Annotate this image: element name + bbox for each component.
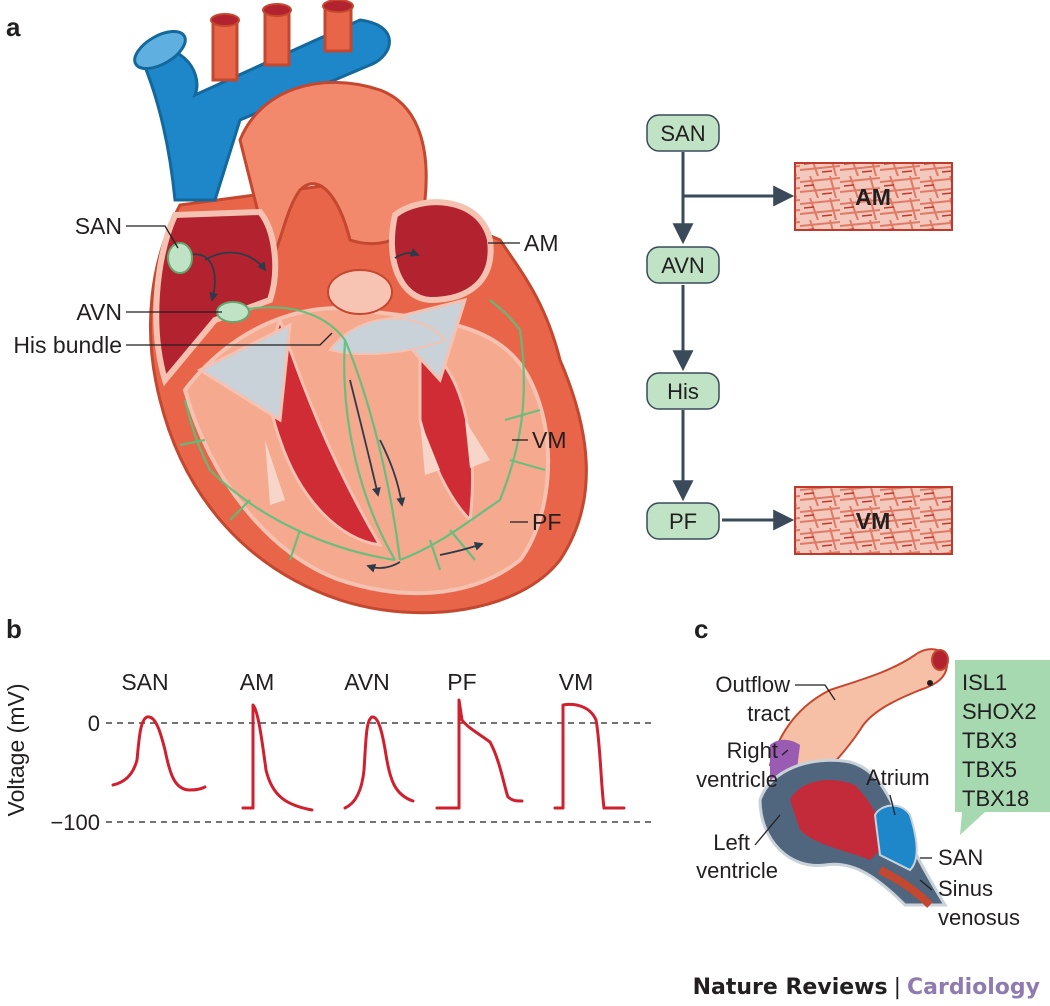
journal-section: Cardiology (907, 975, 1040, 1000)
svg-text:TBX3: TBX3 (962, 728, 1017, 753)
svg-text:ISL1: ISL1 (962, 670, 1007, 695)
trace-vm (553, 702, 626, 810)
gene-callout: ISL1 SHOX2 TBX3 TBX5 TBX18 (955, 660, 1050, 835)
svg-text:TBX5: TBX5 (962, 757, 1017, 782)
vena-cava (138, 18, 391, 202)
svg-text:PF: PF (669, 509, 697, 534)
embryonic-heart: ISL1 SHOX2 TBX3 TBX5 TBX18 Outflow tract… (696, 648, 1050, 930)
trace-label-san: SAN (121, 669, 168, 695)
svg-text:SHOX2: SHOX2 (962, 699, 1037, 724)
label-san: SAN (75, 213, 122, 239)
trace-avn (343, 715, 415, 810)
label-embryo-san: SAN (938, 845, 983, 870)
label-sinus-2: venosus (938, 905, 1020, 930)
conduction-arrows (189, 248, 484, 573)
label-avn: AVN (76, 299, 122, 325)
action-potential-plot: Voltage (mV) 0 −100 SAN AM AVN PF VM (3, 669, 655, 835)
label-left-ventricle-1: Left (713, 830, 750, 855)
trace-pf (435, 698, 524, 810)
flow-node-san: SAN (646, 114, 720, 152)
credit-separator: | (893, 975, 901, 1000)
panel-label-b: b (6, 614, 22, 644)
journal-name: Nature Reviews (692, 975, 888, 1000)
label-right-ventricle-1: Right (727, 738, 778, 763)
journal-credit: Nature Reviews|Cardiology (693, 970, 1040, 1006)
trace-label-avn: AVN (344, 669, 390, 695)
panel-label-a: a (6, 12, 21, 42)
tissue-vm: VM (794, 486, 953, 555)
conduction-flowchart: SAN AVN His PF AM VM (646, 114, 953, 555)
svg-text:SAN: SAN (660, 121, 705, 146)
label-right-ventricle-2: ventricle (696, 767, 778, 792)
tissue-am: AM (794, 162, 953, 231)
label-pf: PF (532, 509, 561, 535)
heart-illustration (133, 0, 588, 615)
atrium-region (873, 804, 918, 872)
flow-node-avn: AVN (646, 246, 720, 284)
label-atrium: Atrium (866, 765, 930, 790)
trace-label-pf: PF (447, 669, 476, 695)
svg-text:VM: VM (856, 508, 891, 534)
label-sinus-1: Sinus (938, 876, 993, 901)
purkinje-fibers (179, 299, 546, 571)
y-axis-label: Voltage (mV) (3, 684, 29, 817)
trace-label-am: AM (240, 669, 275, 695)
svg-text:AVN: AVN (661, 253, 705, 278)
label-outflow-2: tract (747, 701, 790, 726)
panel-label-c: c (694, 614, 708, 644)
flow-node-pf: PF (646, 502, 720, 540)
trace-am (241, 703, 314, 812)
label-left-ventricle-2: ventricle (696, 858, 778, 883)
svg-text:AM: AM (855, 184, 891, 210)
tick-0: 0 (88, 711, 100, 736)
svg-text:His: His (667, 379, 699, 404)
trace-san (111, 715, 207, 792)
label-am: AM (524, 230, 559, 256)
trace-label-vm: VM (559, 669, 594, 695)
label-vm: VM (532, 427, 567, 453)
san-node (167, 242, 193, 274)
heart-leader-lines (126, 225, 528, 523)
label-his-bundle: His bundle (13, 332, 122, 358)
svg-text:TBX18: TBX18 (962, 786, 1029, 811)
tick-minus-100: −100 (50, 810, 100, 835)
label-outflow-1: Outflow (715, 672, 790, 697)
flow-node-his: His (646, 372, 720, 410)
left-atrium (388, 199, 494, 304)
